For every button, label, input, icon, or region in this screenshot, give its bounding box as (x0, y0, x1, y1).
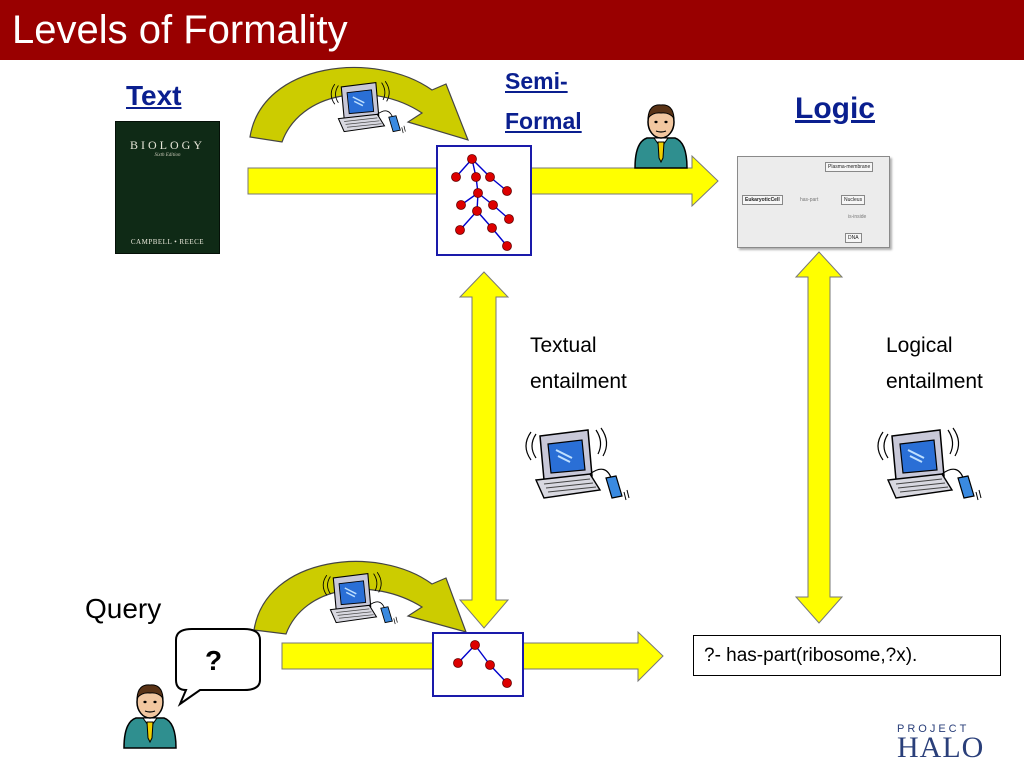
ontology-node-dna: DNA (845, 233, 862, 243)
ontology-graph: Plasma-membrane EukaryoticCell has-part … (737, 156, 890, 248)
slide-title: Levels of Formality (12, 8, 348, 52)
label-logical-entailment-2: entailment (886, 370, 983, 393)
label-semi-formal-1: Semi- (505, 68, 568, 94)
label-query: Query (85, 593, 162, 624)
ontology-node-plasma-membrane: Plasma-membrane (825, 162, 874, 172)
ontology-edge-is-inside: is-inside (848, 214, 867, 220)
ontology-node-eukaryotic-cell: EukaryoticCell (742, 195, 783, 205)
logo-project: PROJECT (897, 723, 970, 735)
ontology-edge-has-part: has-part (800, 197, 819, 203)
label-logical-entailment-1: Logical (886, 334, 953, 357)
book-title: BIOLOGY (130, 138, 205, 152)
label-semi-formal-2: Formal (505, 108, 582, 134)
book-authors: CAMPBELL • REECE (130, 238, 205, 246)
ontology-node-nucleus: Nucleus (841, 195, 866, 205)
person-icon-top (634, 104, 688, 169)
biology-book-cover: BIOLOGY Sixth Edition CAMPBELL • REECE (115, 121, 220, 254)
query-text: ?- has-part(ribosome,?x). (704, 645, 918, 666)
computer-icon-logical (877, 427, 982, 501)
book-subtitle: Sixth Edition (154, 153, 181, 158)
logo-halo: HALO (897, 731, 985, 764)
label-textual-entailment-2: entailment (530, 370, 627, 393)
computer-icon-textual (525, 427, 630, 501)
speech-bubble-question: ? (205, 645, 223, 676)
query-box: ?- has-part(ribosome,?x). (693, 635, 1001, 676)
label-logic: Logic (795, 92, 875, 125)
title-bar: Levels of Formality (0, 0, 1024, 60)
label-text: Text (126, 80, 182, 111)
person-icon-query (123, 684, 177, 749)
label-textual-entailment-1: Textual (530, 334, 597, 357)
